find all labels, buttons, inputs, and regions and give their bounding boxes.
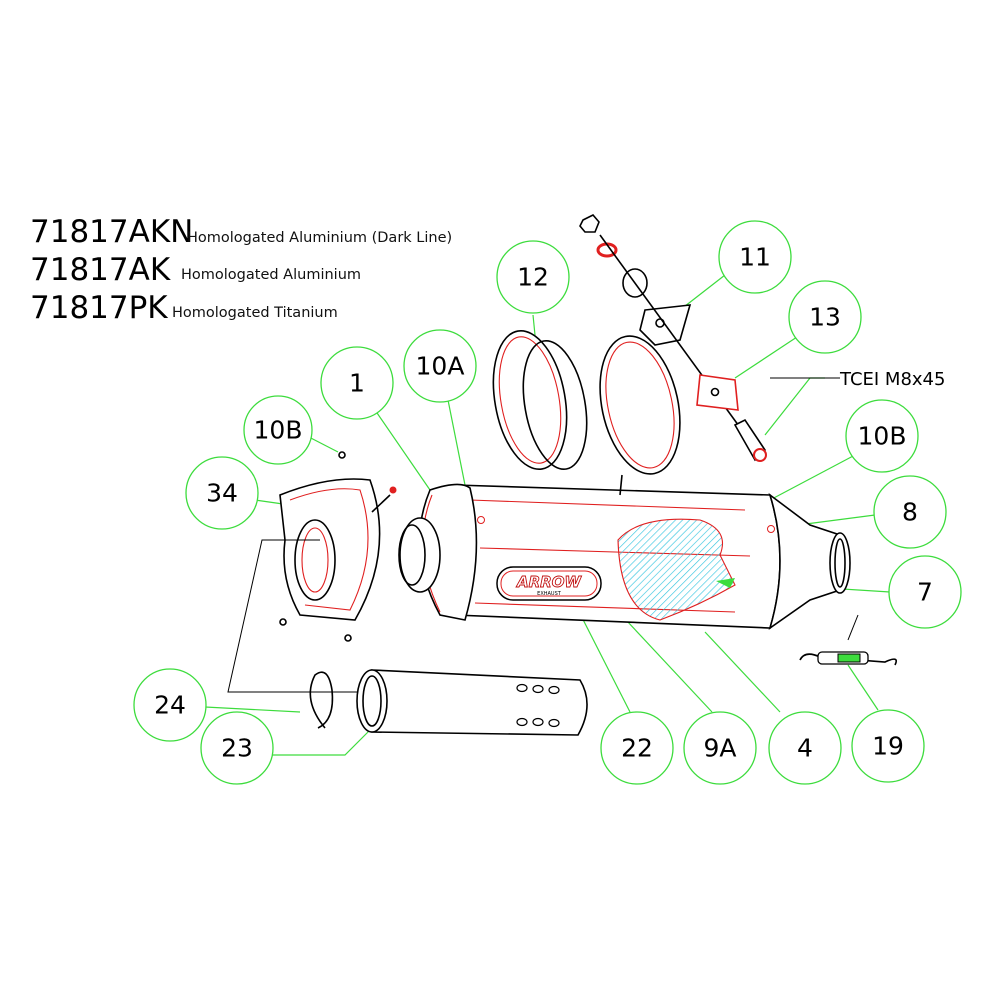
svg-text:10B: 10B: [858, 422, 907, 451]
svg-text:8: 8: [902, 498, 918, 527]
variant-code: 71817AK: [30, 252, 171, 288]
callout-10A: 10A: [403, 329, 477, 403]
end-cap: [227, 451, 397, 693]
svg-text:10A: 10A: [416, 352, 465, 381]
svg-text:9A: 9A: [703, 734, 736, 763]
arrow-logo-badge: ARROW EXHAUST: [496, 566, 602, 601]
variant-code: 71817AKN: [30, 214, 193, 250]
callout-10B-right: 10B: [845, 399, 919, 473]
spring: [799, 614, 898, 666]
callout-7: 7: [888, 555, 962, 629]
variant-description: Homologated Aluminium (Dark Line): [187, 230, 452, 246]
callout-19: 19: [851, 709, 925, 783]
mounting-hardware: [579, 214, 767, 462]
svg-text:1: 1: [349, 369, 365, 398]
callout-22: 22: [600, 711, 674, 785]
bolt-spec-label: TCEI M8x45: [839, 369, 945, 390]
callout-11: 11: [718, 220, 792, 294]
svg-text:11: 11: [739, 243, 771, 272]
db-killer: [309, 669, 588, 736]
muffler-body: ARROW EXHAUST: [398, 483, 851, 630]
svg-text:13: 13: [809, 303, 841, 332]
svg-text:19: 19: [872, 732, 904, 761]
callout-9A: 9A: [683, 711, 757, 785]
svg-text:34: 34: [206, 479, 238, 508]
svg-text:24: 24: [154, 691, 186, 720]
svg-text:12: 12: [517, 263, 549, 292]
callout-10B-left: 10B: [243, 395, 313, 465]
callout-1: 1: [320, 346, 394, 420]
callout-34: 34: [185, 456, 259, 530]
svg-text:22: 22: [621, 734, 653, 763]
variant-description: Homologated Titanium: [172, 305, 338, 321]
callout-4: 4: [768, 711, 842, 785]
callout-13: 13: [788, 280, 862, 354]
callout-24: 24: [133, 668, 207, 742]
variant-description: Homologated Aluminium: [181, 267, 361, 283]
callout-8: 8: [873, 475, 947, 549]
svg-text:7: 7: [917, 578, 933, 607]
heat-shield-area: [617, 518, 736, 621]
svg-text:10B: 10B: [254, 416, 303, 445]
svg-text:4: 4: [797, 734, 813, 763]
clamp-bracket: [492, 329, 681, 496]
logo-subtext: EXHAUST: [537, 591, 562, 597]
variant-list: 71817AKN Homologated Aluminium (Dark Lin…: [30, 214, 452, 326]
callout-23: 23: [200, 711, 274, 785]
svg-text:23: 23: [221, 734, 253, 763]
variant-code: 71817PK: [30, 290, 168, 326]
logo-text: ARROW: [516, 573, 582, 591]
callout-12: 12: [496, 240, 570, 314]
